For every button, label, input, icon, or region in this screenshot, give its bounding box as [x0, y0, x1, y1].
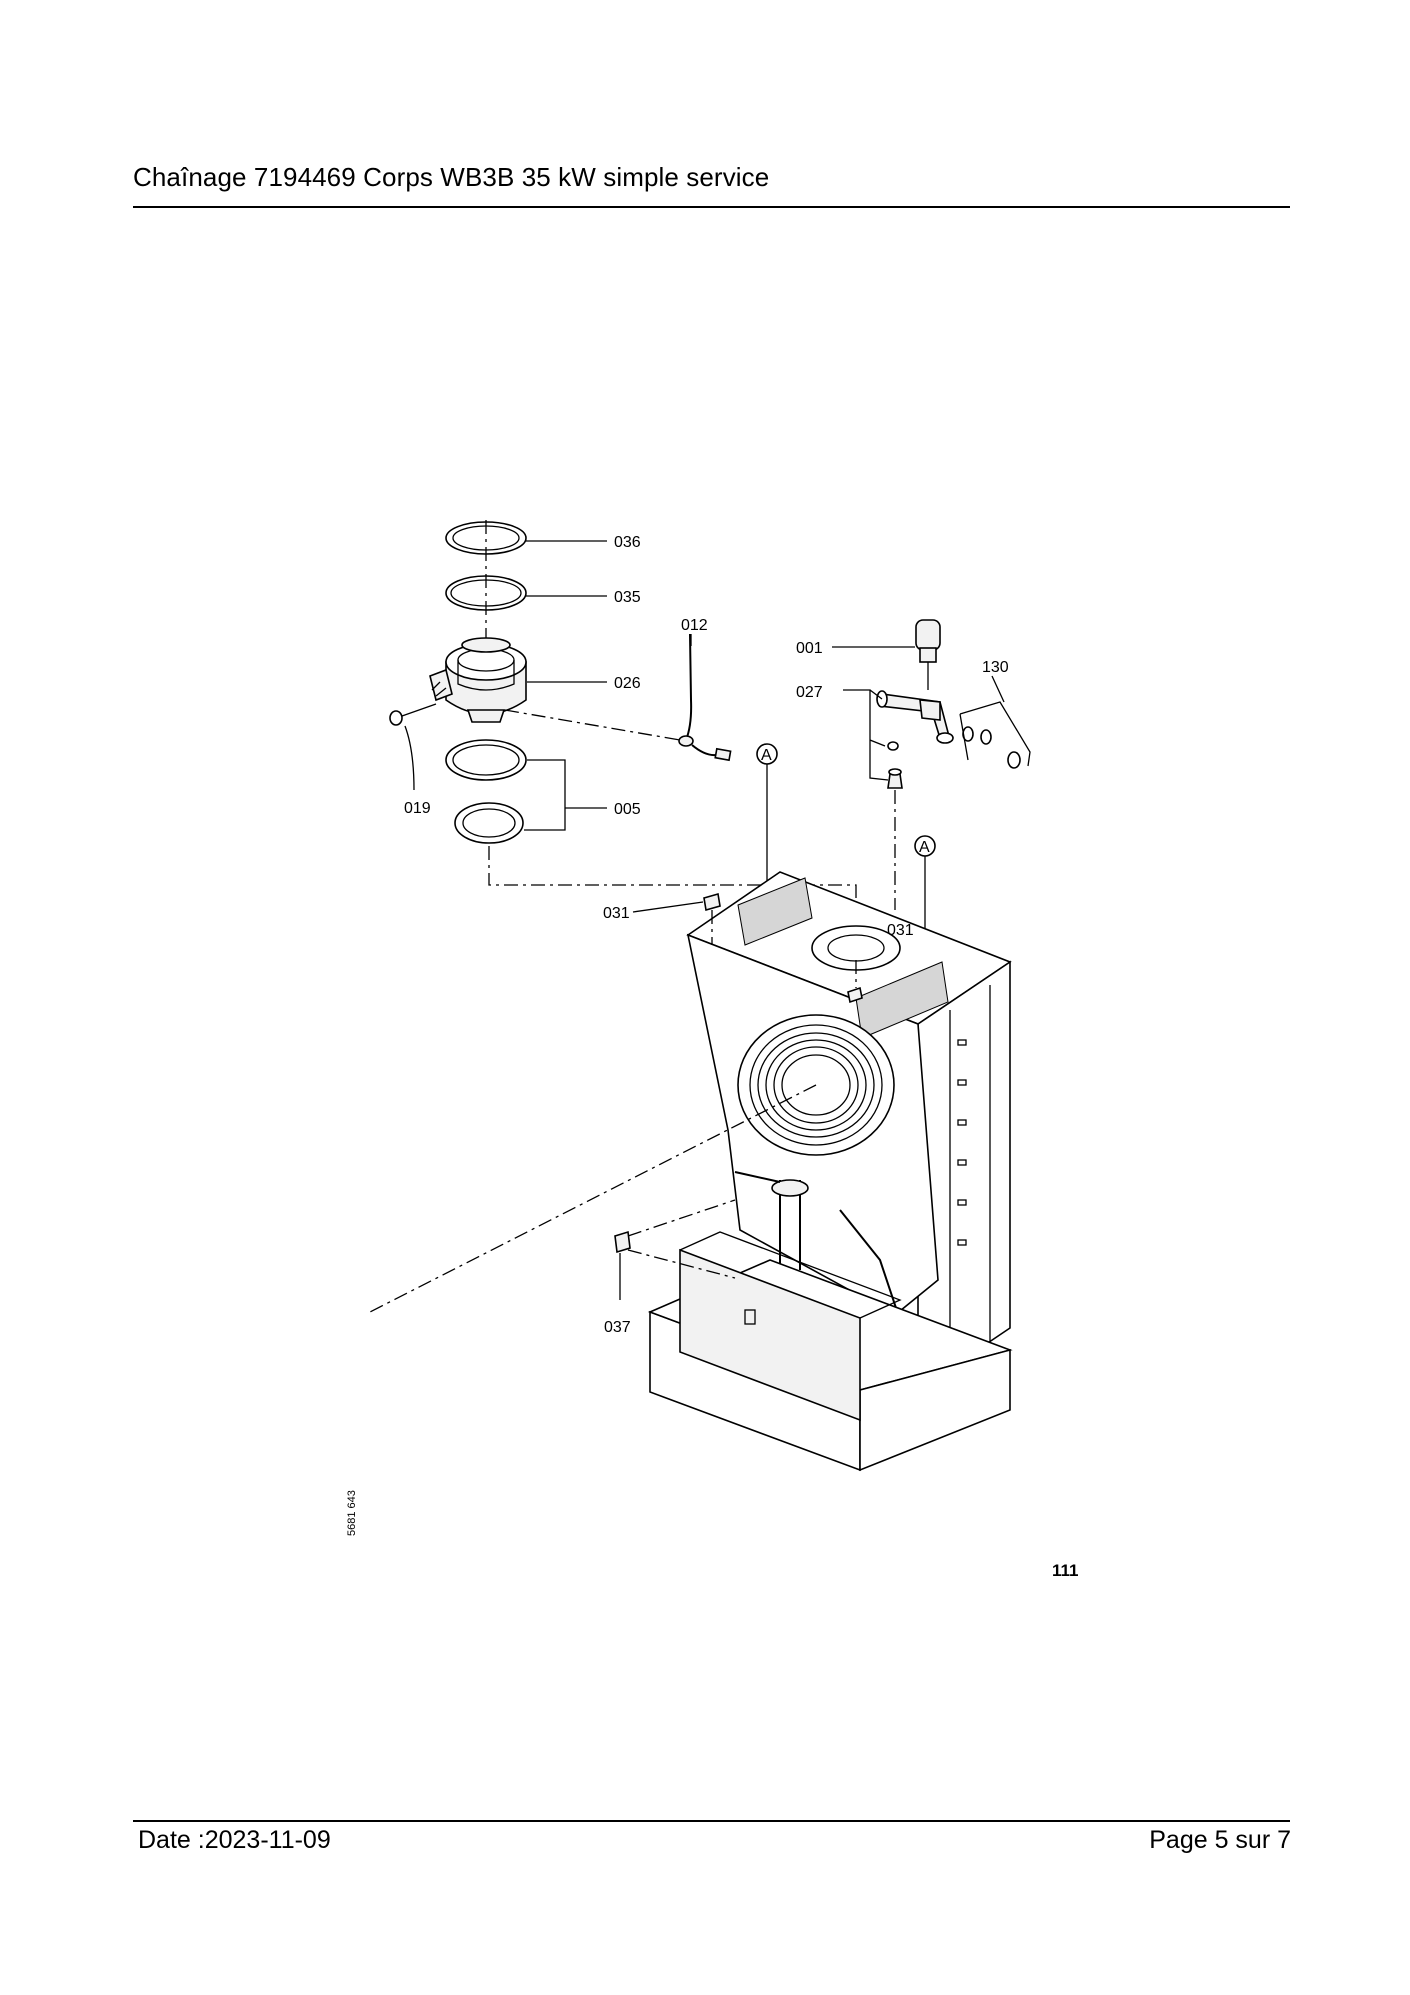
- part-037-clip: [614, 1230, 631, 1254]
- footer-page-number: Page 5 sur 7: [1149, 1826, 1291, 1854]
- axis-012: [504, 709, 681, 741]
- callout-001: 001: [796, 640, 823, 657]
- part-031-clip-right: [847, 960, 863, 1004]
- callout-037: 037: [604, 1319, 631, 1336]
- callout-005: 005: [614, 801, 641, 818]
- drawing-number: 5681 643: [346, 1490, 358, 1536]
- boiler-body: [686, 871, 1012, 1392]
- callout-026: 026: [614, 675, 641, 692]
- page-title: Chaînage 7194469 Corps WB3B 35 kW simple…: [133, 162, 770, 192]
- callout-036: 036: [614, 534, 641, 551]
- leader-031-left: [632, 901, 704, 913]
- part-001-air-vent: [915, 619, 941, 690]
- callout-031-right: 031: [887, 922, 914, 939]
- leader-130: [991, 675, 1005, 703]
- header-divider: [133, 206, 1290, 208]
- marker-a-left: A: [756, 743, 778, 890]
- part-027-fitting: [876, 690, 954, 789]
- part-026-flue-adapter: [429, 637, 527, 723]
- callout-031-left: 031: [603, 905, 630, 922]
- callout-012: 012: [681, 617, 708, 634]
- axis-exchanger: [367, 1084, 817, 1314]
- footer-divider: [133, 1820, 1290, 1822]
- marker-a-left-text: A: [761, 747, 772, 764]
- callout-130: 130: [982, 659, 1009, 676]
- part-005-gaskets: [445, 739, 527, 844]
- callout-035: 035: [614, 589, 641, 606]
- marker-a-right-text: A: [919, 839, 930, 856]
- footer-date: Date :2023-11-09: [138, 1826, 331, 1854]
- callout-019: 019: [404, 800, 431, 817]
- part-012-sensor: [678, 633, 732, 762]
- leader-005: [524, 759, 607, 831]
- axis-037: [627, 1199, 736, 1279]
- part-031-clip-left: [703, 892, 721, 945]
- part-019-pin: [389, 703, 437, 726]
- control-unit: [647, 1231, 1013, 1472]
- leader-027: [843, 689, 889, 781]
- callout-027: 027: [796, 684, 823, 701]
- leader-019: [404, 725, 415, 791]
- part-130-seals: [959, 701, 1031, 769]
- axis-flue: [488, 846, 857, 935]
- figure-number: 111: [1052, 1561, 1079, 1580]
